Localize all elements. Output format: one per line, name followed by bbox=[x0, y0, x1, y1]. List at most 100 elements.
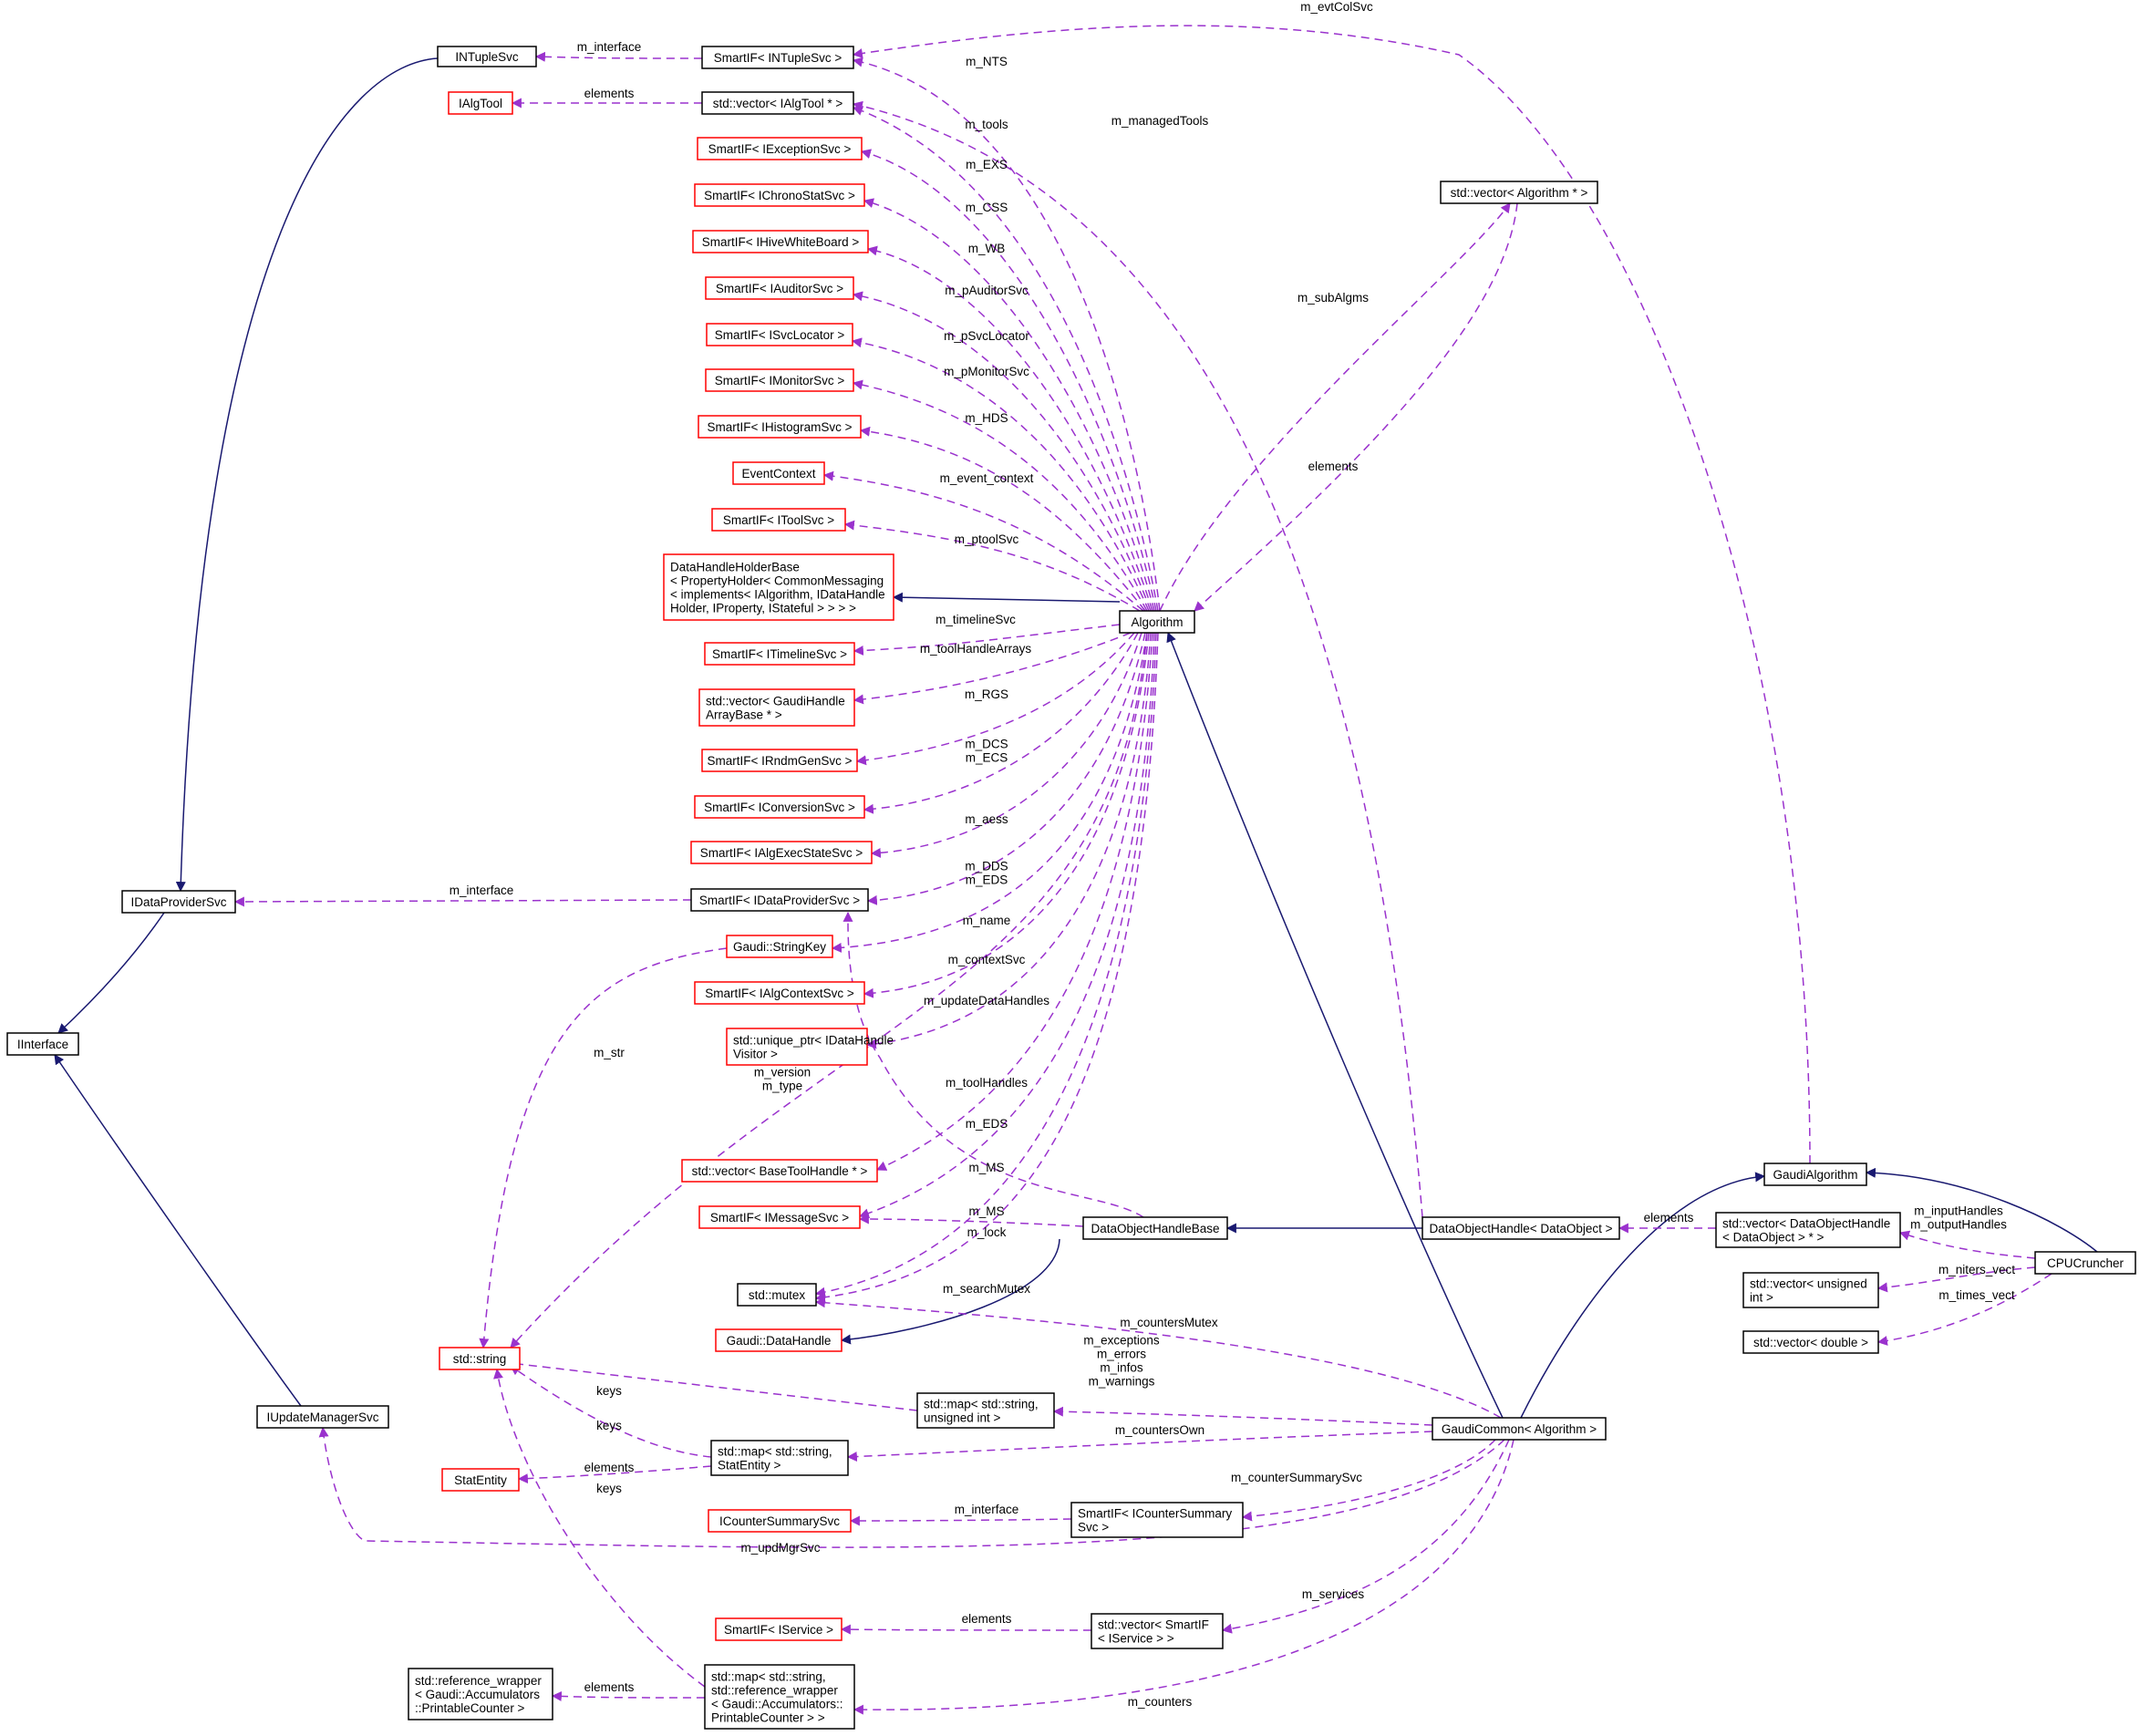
class-node-idata-provider-svc[interactable]: IDataProviderSvc bbox=[121, 890, 236, 914]
class-node-smart-if-iconversion-svc[interactable]: SmartIF< IConversionSvc > bbox=[694, 795, 865, 819]
class-node-map-printable-counter[interactable]: std::map< std::string,std::reference_wra… bbox=[704, 1664, 855, 1730]
class-node-map-string-uint[interactable]: std::map< std::string,unsigned int > bbox=[916, 1392, 1055, 1429]
class-node-label: std::reference_wrapper< Gaudi::Accumulat… bbox=[415, 1674, 542, 1715]
class-node-box bbox=[708, 1509, 852, 1533]
class-node-smart-if-ihive-white-board[interactable]: SmartIF< IHiveWhiteBoard > bbox=[692, 230, 869, 253]
class-node-icounter-summary-svc[interactable]: ICounterSummarySvc bbox=[708, 1509, 852, 1533]
class-node-label-line: EventContext bbox=[741, 467, 815, 480]
class-node-intuple-svc[interactable]: INTupleSvc bbox=[437, 46, 537, 67]
usage-edge-m-rgs bbox=[855, 632, 1135, 766]
class-node-label: std::map< std::string,StatEntity > bbox=[718, 1445, 832, 1472]
class-node-smart-if-ialg-context-svc[interactable]: SmartIF< IAlgContextSvc > bbox=[694, 981, 865, 1005]
class-node-box bbox=[694, 795, 865, 819]
class-node-data-object-handle-base[interactable]: DataObjectHandleBase bbox=[1082, 1216, 1228, 1240]
class-node-smart-if-idata-provider-svc[interactable]: SmartIF< IDataProviderSvc > bbox=[690, 888, 869, 912]
edge-label-m-lock: m_lock bbox=[967, 1225, 1007, 1239]
usage-edge-m-p-auditor-svc bbox=[852, 291, 1152, 612]
usage-edge-m-lock bbox=[814, 632, 1157, 1297]
inheritance-edge bbox=[175, 57, 439, 893]
class-node-algorithm[interactable]: Algorithm bbox=[1119, 610, 1195, 634]
class-node-box bbox=[681, 1159, 878, 1183]
class-node-std-string[interactable]: std::string bbox=[439, 1347, 521, 1370]
class-node-vec-algorithm[interactable]: std::vector< Algorithm * > bbox=[1440, 181, 1598, 204]
class-node-label-line: < PropertyHolder< CommonMessaging bbox=[670, 574, 884, 588]
class-node-event-context[interactable]: EventContext bbox=[732, 461, 825, 485]
edge-label-m-name: m_name bbox=[963, 914, 1011, 927]
class-node-gaudi-data-handle[interactable]: Gaudi::DataHandle bbox=[715, 1328, 843, 1352]
class-node-label-line: INTupleSvc bbox=[455, 50, 519, 64]
class-node-label-line: ICounterSummarySvc bbox=[719, 1514, 840, 1528]
usage-edge-m-tool-handles bbox=[875, 632, 1153, 1171]
class-node-vec-data-object-handle[interactable]: std::vector< DataObjectHandle< DataObjec… bbox=[1715, 1212, 1901, 1248]
class-node-box bbox=[704, 1664, 855, 1730]
edge-label-line: m_times_vect bbox=[1938, 1288, 2015, 1302]
class-node-label: DataHandleHolderBase< PropertyHolder< Co… bbox=[670, 561, 885, 615]
class-node-map-string-stat-entity[interactable]: std::map< std::string,StatEntity > bbox=[710, 1440, 849, 1476]
class-node-label: DataObjectHandleBase bbox=[1091, 1222, 1219, 1235]
class-node-label: IUpdateManagerSvc bbox=[266, 1410, 378, 1424]
class-node-smart-if-isvc-locator[interactable]: SmartIF< ISvcLocator > bbox=[706, 323, 853, 346]
class-node-ialg-tool[interactable]: IAlgTool bbox=[448, 91, 513, 115]
class-node-gaudi-common[interactable]: GaudiCommon< Algorithm > bbox=[1432, 1417, 1607, 1441]
class-node-std-mutex[interactable]: std::mutex bbox=[737, 1283, 817, 1307]
class-node-label: SmartIF< IToolSvc > bbox=[723, 513, 834, 527]
class-node-smart-if-intuple-svc[interactable]: SmartIF< INTupleSvc > bbox=[701, 46, 854, 69]
edge-label-line: elements bbox=[584, 1680, 635, 1694]
class-node-label: GaudiCommon< Algorithm > bbox=[1442, 1422, 1597, 1436]
class-node-label-line: StatEntity bbox=[454, 1473, 507, 1487]
class-node-smart-if-irndm-gen-svc[interactable]: SmartIF< IRndmGenSvc > bbox=[701, 749, 858, 772]
edge-label-line: m_counters bbox=[1128, 1695, 1193, 1709]
class-node-label: std::vector< double > bbox=[1753, 1336, 1868, 1349]
class-node-label-line: < implements< IAlgorithm, IDataHandle bbox=[670, 588, 885, 602]
class-node-label: SmartIF< IAuditorSvc > bbox=[716, 282, 843, 295]
inheritance-edge bbox=[1166, 631, 1504, 1419]
class-node-label: ICounterSummarySvc bbox=[719, 1514, 840, 1528]
class-node-smart-if-ihistogram-svc[interactable]: SmartIF< IHistogramSvc > bbox=[698, 415, 862, 439]
class-node-ref-wrapper[interactable]: std::reference_wrapper< Gaudi::Accumulat… bbox=[408, 1668, 553, 1720]
class-node-label: std::vector< IAlgTool * > bbox=[713, 97, 843, 110]
class-node-smart-if-iexception-svc[interactable]: SmartIF< IExceptionSvc > bbox=[697, 137, 863, 160]
class-node-smart-if-imonitor-svc[interactable]: SmartIF< IMonitorSvc > bbox=[705, 368, 854, 392]
class-node-label: SmartIF< IService > bbox=[724, 1623, 833, 1637]
class-node-iupdate-manager-svc[interactable]: IUpdateManagerSvc bbox=[256, 1405, 389, 1429]
class-node-data-handle-holder-base[interactable]: DataHandleHolderBase< PropertyHolder< Co… bbox=[663, 553, 894, 621]
edge-label-line: m_niters_vect bbox=[1938, 1263, 2015, 1276]
edge-label-elements-refwrapper: elements bbox=[584, 1680, 635, 1694]
edge-label-line: m_ptoolSvc bbox=[955, 532, 1019, 546]
class-node-label-line: SmartIF< INTupleSvc > bbox=[714, 51, 843, 65]
class-node-smart-if-iservice[interactable]: SmartIF< IService > bbox=[715, 1617, 843, 1641]
class-node-box bbox=[705, 368, 854, 392]
edges-layer bbox=[54, 25, 2098, 1715]
edge-label-m-counters-mutex: m_countersMutex bbox=[1120, 1316, 1218, 1329]
usage-edge-m-wb bbox=[866, 245, 1153, 612]
class-node-smart-if-iauditor-svc[interactable]: SmartIF< IAuditorSvc > bbox=[705, 276, 854, 300]
class-node-vec-double[interactable]: std::vector< double > bbox=[1742, 1330, 1879, 1354]
edge-labels-layer: m_interfaceelementsm_interfacem_evtColSv… bbox=[450, 0, 2016, 1709]
class-node-label-line: DataObjectHandleBase bbox=[1091, 1222, 1219, 1235]
class-node-smart-if-itimeline-svc[interactable]: SmartIF< ITimelineSvc > bbox=[704, 642, 855, 666]
edge-label-m-sub-algms: m_subAlgms bbox=[1297, 291, 1369, 305]
class-node-vec-ialg-tool[interactable]: std::vector< IAlgTool * > bbox=[701, 91, 854, 115]
class-node-gaudi-string-key[interactable]: Gaudi::StringKey bbox=[726, 935, 833, 958]
class-node-data-object-handle[interactable]: DataObjectHandle< DataObject > bbox=[1421, 1216, 1620, 1240]
class-node-smart-if-itool-svc[interactable]: SmartIF< IToolSvc > bbox=[711, 508, 846, 532]
edge-label-line: m_interface bbox=[577, 40, 642, 54]
class-node-iinterface[interactable]: IInterface bbox=[6, 1032, 79, 1056]
class-node-stat-entity[interactable]: StatEntity bbox=[441, 1468, 520, 1492]
edge-label-m-nts: m_NTS bbox=[966, 55, 1008, 68]
class-node-smart-if-ialg-exec-state-svc[interactable]: SmartIF< IAlgExecStateSvc > bbox=[690, 841, 873, 864]
edge-label-line: m_outputHandles bbox=[1910, 1218, 2007, 1232]
class-node-label-line: IAlgTool bbox=[459, 97, 502, 110]
edge-label-line: m_WB bbox=[968, 242, 1006, 255]
class-node-smart-if-imessage-svc[interactable]: SmartIF< IMessageSvc > bbox=[698, 1205, 861, 1229]
class-node-gaudi-algorithm[interactable]: GaudiAlgorithm bbox=[1763, 1162, 1867, 1186]
class-node-smart-if-ichrono-stat-svc[interactable]: SmartIF< IChronoStatSvc > bbox=[694, 183, 865, 207]
class-node-vec-smart-ifiservice[interactable]: std::vector< SmartIF< IService > > bbox=[1091, 1613, 1224, 1649]
edge-label-line: m_contextSvc bbox=[948, 953, 1026, 966]
class-node-vec-base-tool-handle[interactable]: std::vector< BaseToolHandle * > bbox=[681, 1159, 878, 1183]
class-node-box bbox=[916, 1392, 1055, 1429]
